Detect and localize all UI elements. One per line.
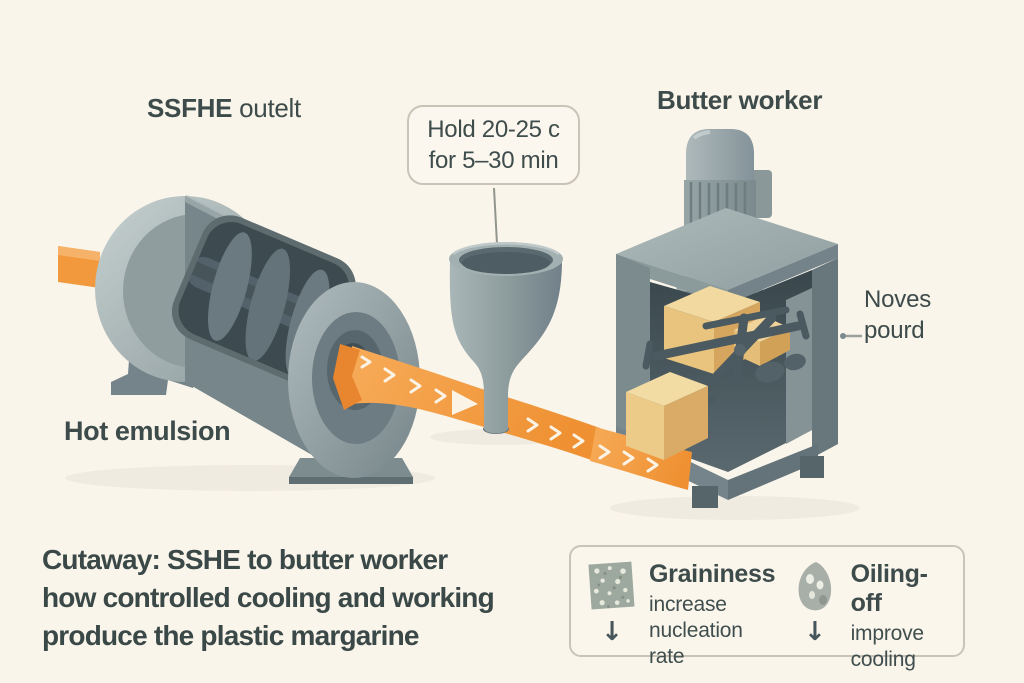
sshe-outlet-label-bold: SSFHE bbox=[147, 93, 233, 123]
legend-title: Graininess bbox=[649, 560, 776, 588]
worker-lumps bbox=[755, 353, 806, 383]
ribbon-entry bbox=[590, 427, 692, 490]
down-arrow-icon: ↓ bbox=[804, 617, 826, 647]
legend-line: improve bbox=[850, 622, 924, 645]
hot-emulsion-label: Hot emulsion bbox=[64, 416, 231, 446]
hold-box-line2: for 5–30 min bbox=[428, 147, 559, 174]
funnel bbox=[449, 187, 563, 434]
sshe-inlet-pipe bbox=[58, 246, 100, 288]
side-note-line2: pourd bbox=[864, 317, 925, 344]
worker-right-wall bbox=[812, 258, 838, 458]
legend-panel: ↓ Graininess increase nucleation rate ↓ bbox=[569, 545, 965, 671]
caption-line3: produce the plastic margarine bbox=[42, 620, 420, 651]
sshe-outlet-label: SSFHE outelt bbox=[147, 93, 301, 124]
side-note-label: Noves pourd bbox=[864, 284, 931, 346]
caption-text: Cutaway: SSHE to butter worker how contr… bbox=[42, 541, 495, 655]
butter-front-block bbox=[626, 372, 708, 460]
down-arrow-icon: ↓ bbox=[601, 617, 623, 647]
legend-item-oiling-off: ↓ Oiling-off improve cooling bbox=[791, 560, 949, 671]
caption-line1: Cutaway: SSHE to butter worker bbox=[42, 544, 448, 575]
graininess-swatch-icon bbox=[588, 561, 635, 610]
legend-line: cooling bbox=[850, 648, 916, 671]
worker-feet bbox=[692, 456, 824, 508]
flow-direction-arrows bbox=[360, 355, 585, 449]
legend-line: nucleation rate bbox=[649, 619, 743, 668]
flow-ribbon bbox=[333, 344, 600, 463]
legend-line: increase bbox=[649, 593, 727, 616]
oiling-off-drop-icon bbox=[798, 562, 832, 611]
legend-title: Oiling-off bbox=[850, 560, 928, 617]
butter-worker-machine bbox=[590, 129, 862, 508]
side-note-line1: Noves bbox=[864, 286, 932, 313]
butter-worker-label: Butter worker bbox=[657, 85, 823, 115]
hold-annotation-box: Hold 20-25 c for 5–30 min bbox=[407, 105, 580, 185]
hold-leader-line bbox=[493, 187, 498, 245]
caption-line2: how controlled cooling and working bbox=[42, 582, 495, 613]
side-note-leader-line bbox=[840, 333, 862, 339]
hold-box-line1: Hold 20-25 c bbox=[427, 116, 560, 143]
sshe-machine bbox=[58, 194, 420, 484]
ribbon-curl bbox=[333, 344, 362, 410]
legend-item-graininess: ↓ Graininess increase nucleation rate bbox=[587, 560, 777, 668]
sshe-outlet-label-rest: outelt bbox=[239, 93, 301, 123]
flow-arrow-large bbox=[452, 390, 478, 415]
